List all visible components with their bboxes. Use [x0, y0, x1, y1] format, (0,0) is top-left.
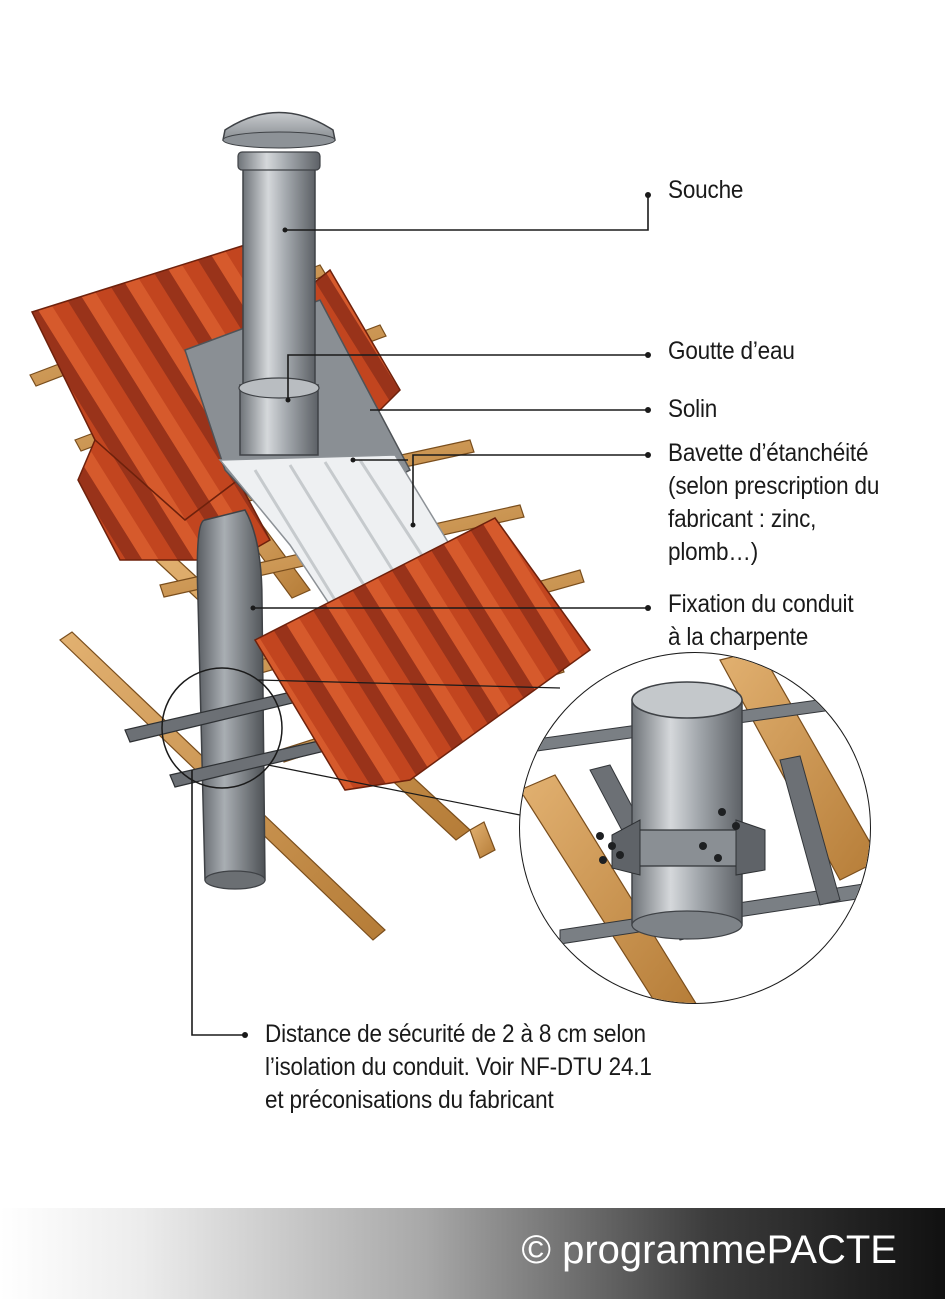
- detail-connector-top: [257, 679, 561, 689]
- label-solin-text: Solin: [668, 395, 718, 423]
- copyright-bar: © programmePACTE: [0, 1208, 945, 1299]
- label-bavette-line4: plomb…): [668, 538, 759, 566]
- label-bavette: Bavette d’étanchéité (selon prescription…: [668, 437, 879, 569]
- label-distance-line3: et préconisations du fabricant: [265, 1086, 554, 1114]
- label-souche: Souche: [668, 174, 743, 207]
- detail-zoom-view: [519, 652, 871, 1004]
- lower-right-tiles: [253, 517, 592, 791]
- label-bavette-line3: fabricant : zinc,: [668, 505, 817, 533]
- lower-pipe: [196, 509, 266, 890]
- label-distance-line1: Distance de sécurité de 2 à 8 cm selon: [265, 1020, 646, 1048]
- label-fixation: Fixation du conduit à la charpente: [668, 588, 854, 654]
- label-goutte-text: Goutte d’eau: [668, 337, 795, 365]
- label-distance-line2: l’isolation du conduit. Voir NF-DTU 24.1: [265, 1053, 652, 1081]
- detail-focus-circle: [161, 667, 283, 789]
- leader-lines: [191, 195, 649, 1036]
- label-distance: Distance de sécurité de 2 à 8 cm selon l…: [265, 1018, 652, 1117]
- label-fixation-line2: à la charpente: [668, 623, 809, 651]
- label-solin: Solin: [668, 393, 717, 426]
- copyright-text: © programmePACTE: [521, 1228, 898, 1272]
- label-souche-text: Souche: [668, 176, 744, 204]
- label-fixation-line1: Fixation du conduit: [668, 590, 854, 618]
- detail-connector-bottom: [267, 764, 521, 816]
- label-bavette-line1: Bavette d’étanchéité: [668, 439, 869, 467]
- label-bavette-line2: (selon prescription du: [668, 472, 880, 500]
- chimney-souche: [222, 111, 336, 456]
- leader-dots: [242, 192, 651, 1038]
- label-goutte-deau: Goutte d’eau: [668, 335, 795, 368]
